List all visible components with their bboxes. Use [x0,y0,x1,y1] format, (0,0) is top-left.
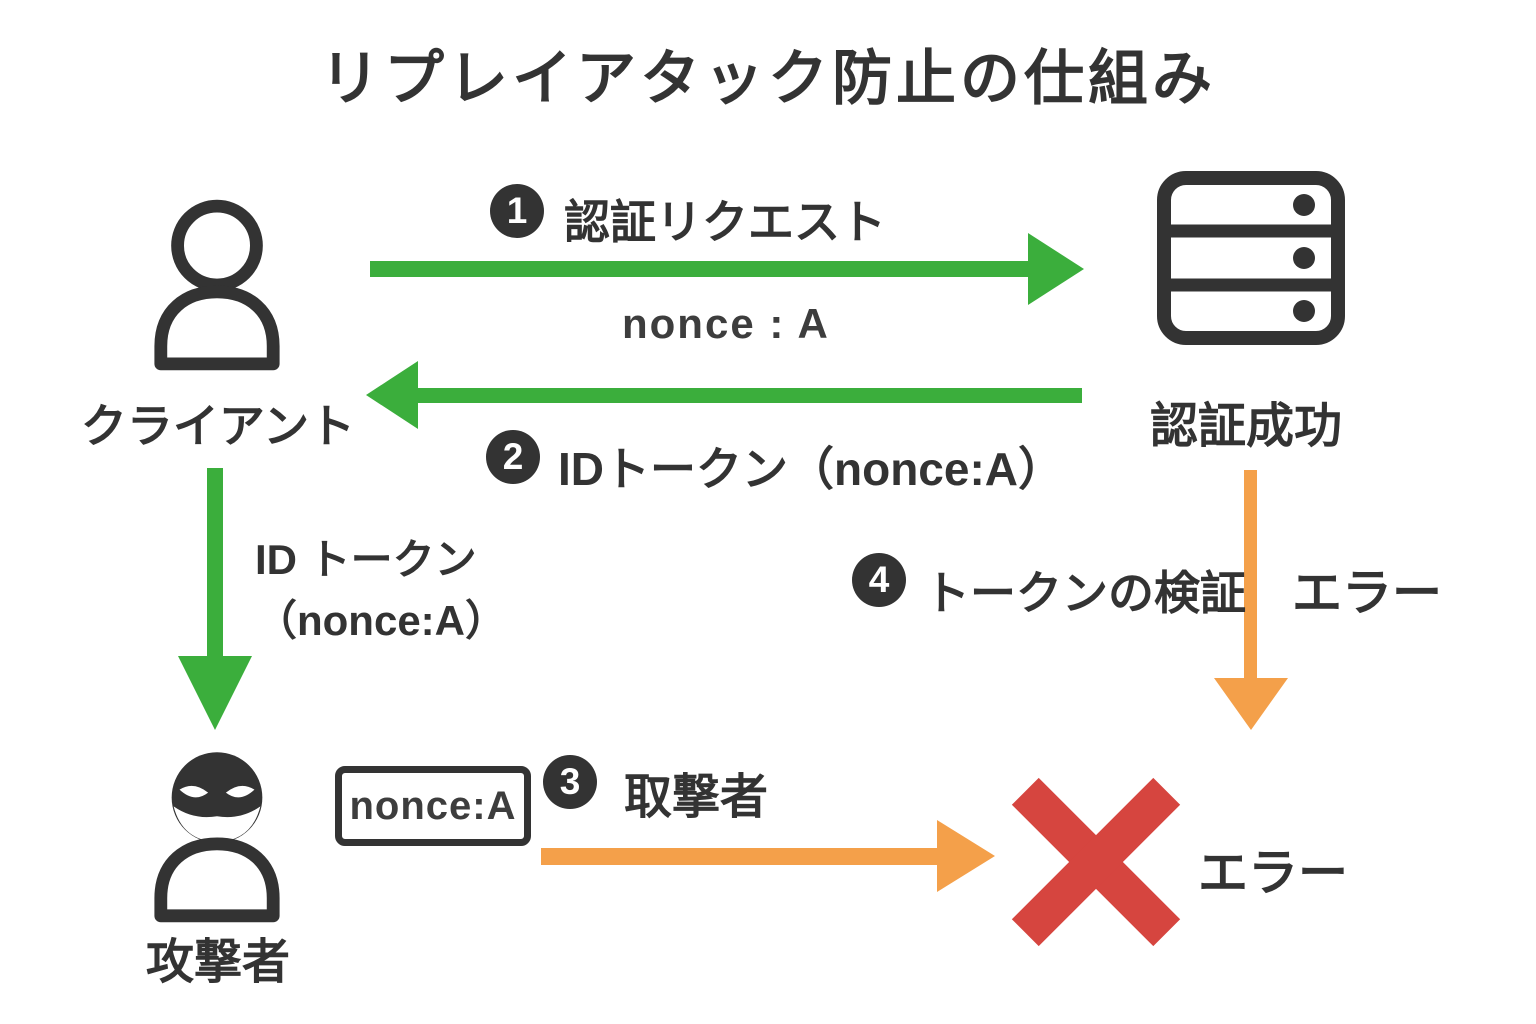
leak-label: ID トークン （nonce:A） [255,530,507,652]
replay-arrow-head [937,820,995,892]
nonce-token-box: nonce:A [335,766,531,846]
step-4-badge: 4 [852,553,906,607]
step-1-label: 認証リクエスト [564,196,886,248]
masked-person-icon [154,752,280,923]
id-token-arrow-shaft [416,388,1082,403]
replay-arrow-shaft [541,848,939,865]
leak-arrow-shaft [207,468,223,658]
nonce-sublabel: nonce : A [622,300,830,347]
step-2-label: IDトークン（nonce:A） [558,443,1064,495]
auth-request-arrow-shaft [370,261,1032,277]
step-4-label: トークンの検証 [924,567,1246,619]
page-title: リプレイアタック防止の仕組み [320,45,1216,112]
verify-arrow-shaft [1244,470,1257,680]
leak-label-line1: ID トークン [255,536,477,583]
error-label-result: エラー [1198,845,1348,901]
person-icon [154,199,280,371]
step-3-badge: 3 [543,755,597,809]
step-3-label: 取撃者 [624,771,769,824]
x-mark-icon [1011,777,1181,947]
step-3-number: 3 [559,761,581,802]
client-label: クライアント [80,400,356,452]
attacker-label: 攻撃者 [145,936,290,989]
verify-arrow-head [1214,678,1288,730]
step-2-number: 2 [502,436,524,477]
server-icon [1157,171,1345,345]
nonce-token-value: nonce:A [349,783,517,828]
error-label-vertical: エラー [1292,565,1442,621]
leak-label-line2: （nonce:A） [255,596,508,644]
leak-arrow-head [178,656,252,730]
server-label: 認証成功 [1149,400,1342,453]
step-2-badge: 2 [486,430,540,484]
step-4-number: 4 [868,559,890,600]
auth-request-arrow-head [1028,233,1084,305]
step-1-number: 1 [506,190,528,231]
id-token-arrow-head [366,361,418,429]
step-1-badge: 1 [490,184,544,238]
